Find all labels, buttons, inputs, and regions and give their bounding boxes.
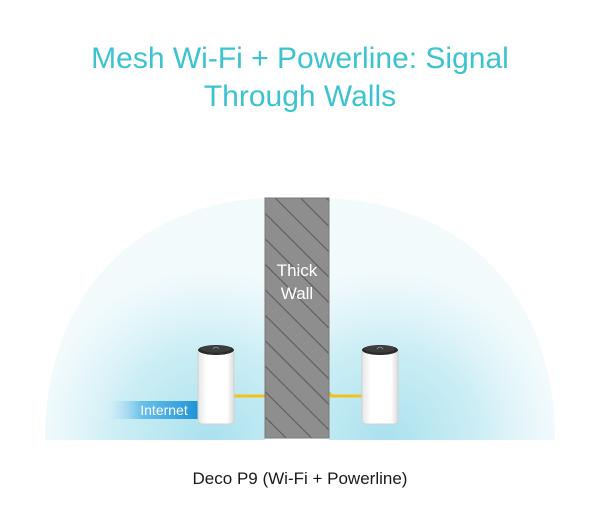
- title-line-2: Through Walls: [203, 80, 397, 113]
- internet-label: Internet: [140, 402, 188, 418]
- deco-unit-icon: [197, 345, 235, 425]
- product-caption: Deco P9 (Wi-Fi + Powerline): [192, 469, 408, 488]
- page-title: Mesh Wi-Fi + Powerline: Signal Through W…: [0, 40, 600, 116]
- internet-arrow: [95, 401, 198, 419]
- title-line-1: Mesh Wi-Fi + Powerline: Signal: [91, 42, 509, 75]
- deco-unit-icon: [361, 345, 399, 425]
- wall-label-line-2: Wall: [281, 284, 313, 303]
- wall-label-line-1: Thick: [277, 261, 318, 280]
- thick-wall: [265, 198, 329, 438]
